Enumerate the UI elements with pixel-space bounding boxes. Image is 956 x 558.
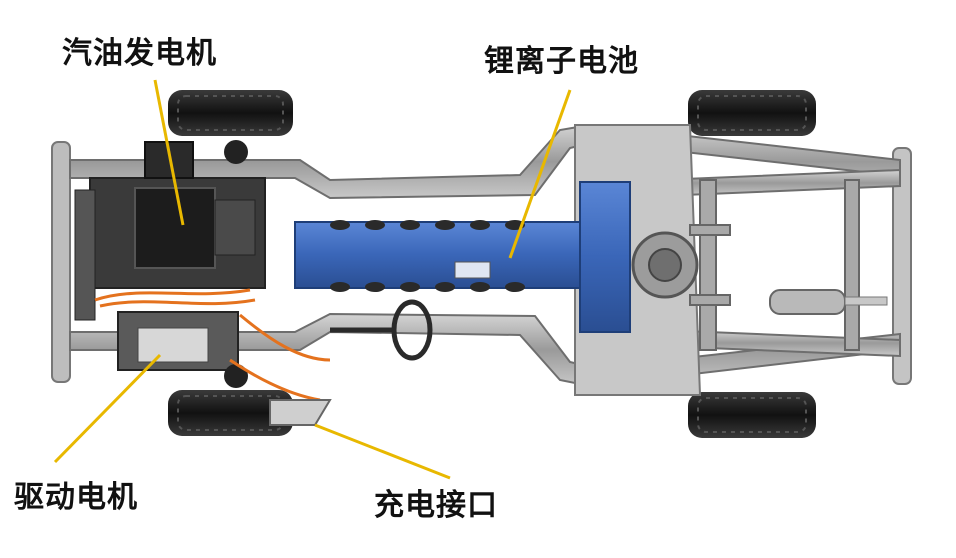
leader-line-gas-generator (153, 79, 185, 226)
spare-wheel (631, 231, 699, 299)
front-bumper (51, 141, 71, 383)
rear-bumper (892, 147, 912, 385)
lithium-ion-battery-pack (294, 181, 631, 333)
rear-cross-members (689, 179, 860, 351)
leader-line-li-battery (508, 89, 572, 259)
high-voltage-cables (94, 288, 331, 402)
label-li-battery: 锂离子电池 (484, 44, 639, 79)
leader-lines (53, 79, 572, 480)
exhaust-muffler (769, 289, 888, 315)
leader-line-charging-port (314, 423, 451, 480)
label-charging-port: 充电接口 (374, 488, 498, 523)
rear-right-tire (688, 392, 816, 438)
rear-left-tire (688, 90, 816, 136)
steering-wheel (330, 299, 433, 361)
label-gas-generator: 汽油发电机 (62, 36, 217, 71)
front-left-tire (168, 90, 293, 136)
charging-port (269, 399, 332, 426)
drive-motor (117, 140, 248, 388)
leader-line-drive-motor (53, 353, 162, 464)
label-drive-motor: 驱动电机 (14, 480, 138, 515)
